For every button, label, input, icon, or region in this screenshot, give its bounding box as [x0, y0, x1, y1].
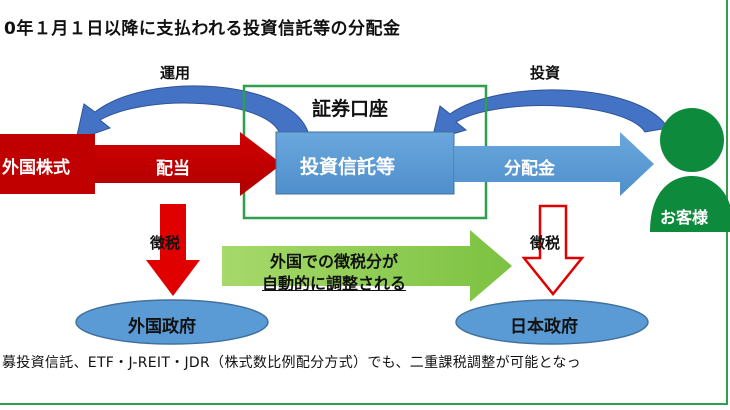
toshi-label: 投資 — [530, 64, 561, 82]
adjust-label-line2: 自動的に調整される — [262, 274, 407, 293]
tax-right-label: 徴税 — [530, 234, 561, 252]
unyo-curved-arrow — [75, 85, 309, 141]
fund-label: 投資信託等 — [300, 156, 396, 178]
foreign-stock-label: 外国株式 — [2, 158, 70, 178]
customer-label: お客様 — [660, 208, 709, 227]
toshi-curved-arrow — [431, 89, 669, 141]
unyo-label: 運用 — [160, 64, 191, 82]
customer-head — [660, 108, 724, 172]
dividend-label: 配当 — [156, 159, 190, 179]
page-title: 0年１月１日以降に支払われる投資信託等の分配金 — [4, 19, 401, 39]
tax-right-arrow — [521, 204, 585, 296]
dividend-arrow — [95, 132, 282, 196]
distribution-arrow — [454, 132, 654, 196]
footnote: 募投資信託、ETF・J-REIT・JDR（株式数比例配分方式）でも、二重課税調整… — [2, 355, 581, 371]
foreign-gov-label: 外国政府 — [128, 317, 196, 337]
tax-left-label: 徴税 — [150, 234, 181, 252]
fund-box — [275, 131, 455, 195]
foreign-gov-ellipse — [75, 299, 269, 345]
adjust-label-line1: 外国での徴税分が — [270, 252, 399, 271]
customer-body — [650, 176, 730, 232]
adjust-arrow — [222, 230, 512, 302]
japan-gov-label: 日本政府 — [510, 317, 578, 337]
foreign-stock-box — [0, 134, 95, 194]
tax-left-arrow — [146, 204, 200, 296]
securities-account-label: 証券口座 — [312, 98, 389, 120]
distribution-label: 分配金 — [504, 159, 555, 179]
japan-gov-ellipse — [455, 299, 649, 345]
